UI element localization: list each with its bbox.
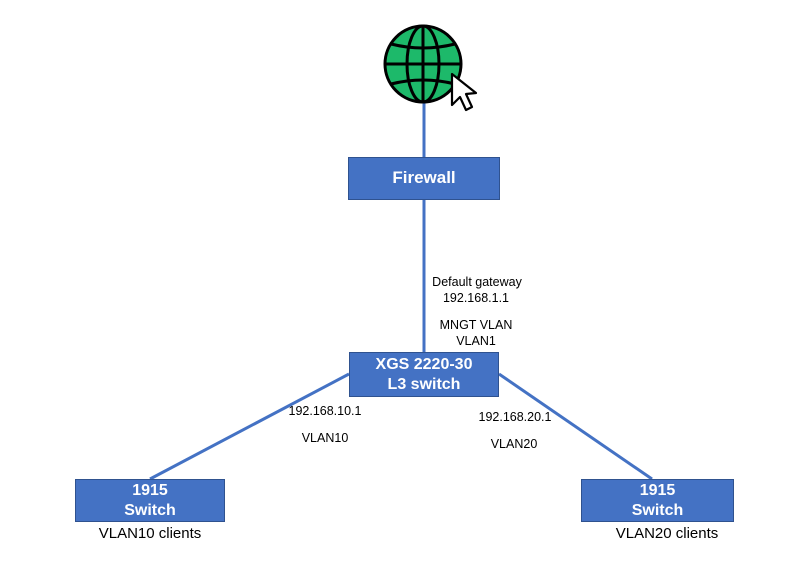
left-switch-model: 1915	[132, 482, 168, 500]
firewall-label: Firewall	[392, 168, 456, 188]
link-core-left-switch	[149, 372, 350, 481]
mgmt-vlan-id: VLAN1	[456, 334, 496, 348]
right-switch-node: 1915 Switch	[581, 479, 734, 522]
right-clients-caption: VLAN20 clients	[615, 525, 719, 542]
core-switch-model: XGS 2220-30	[375, 356, 473, 374]
globe-icon	[383, 24, 463, 104]
left-switch-node: 1915 Switch	[75, 479, 225, 522]
left-link-vlan: VLAN10	[301, 431, 349, 445]
core-switch-role: L3 switch	[387, 375, 461, 393]
right-switch-model: 1915	[639, 482, 676, 500]
mgmt-vlan-name: MNGT VLAN	[439, 318, 513, 332]
gateway-ip: 192.168.1.1	[442, 291, 510, 305]
cursor-arrow-icon	[450, 72, 478, 112]
right-link-vlan: VLAN20	[490, 437, 538, 451]
right-link-ip: 192.168.20.1	[478, 410, 552, 424]
gateway-label: Default gateway	[432, 275, 522, 289]
left-link-ip: 192.168.10.1	[288, 404, 362, 418]
link-core-right-switch	[498, 372, 653, 481]
right-switch-role: Switch	[631, 501, 684, 519]
left-switch-role: Switch	[124, 501, 176, 519]
left-clients-caption: VLAN10 clients	[98, 525, 202, 542]
firewall-node: Firewall	[348, 157, 500, 200]
core-switch-node: XGS 2220-30 L3 switch	[349, 352, 499, 397]
